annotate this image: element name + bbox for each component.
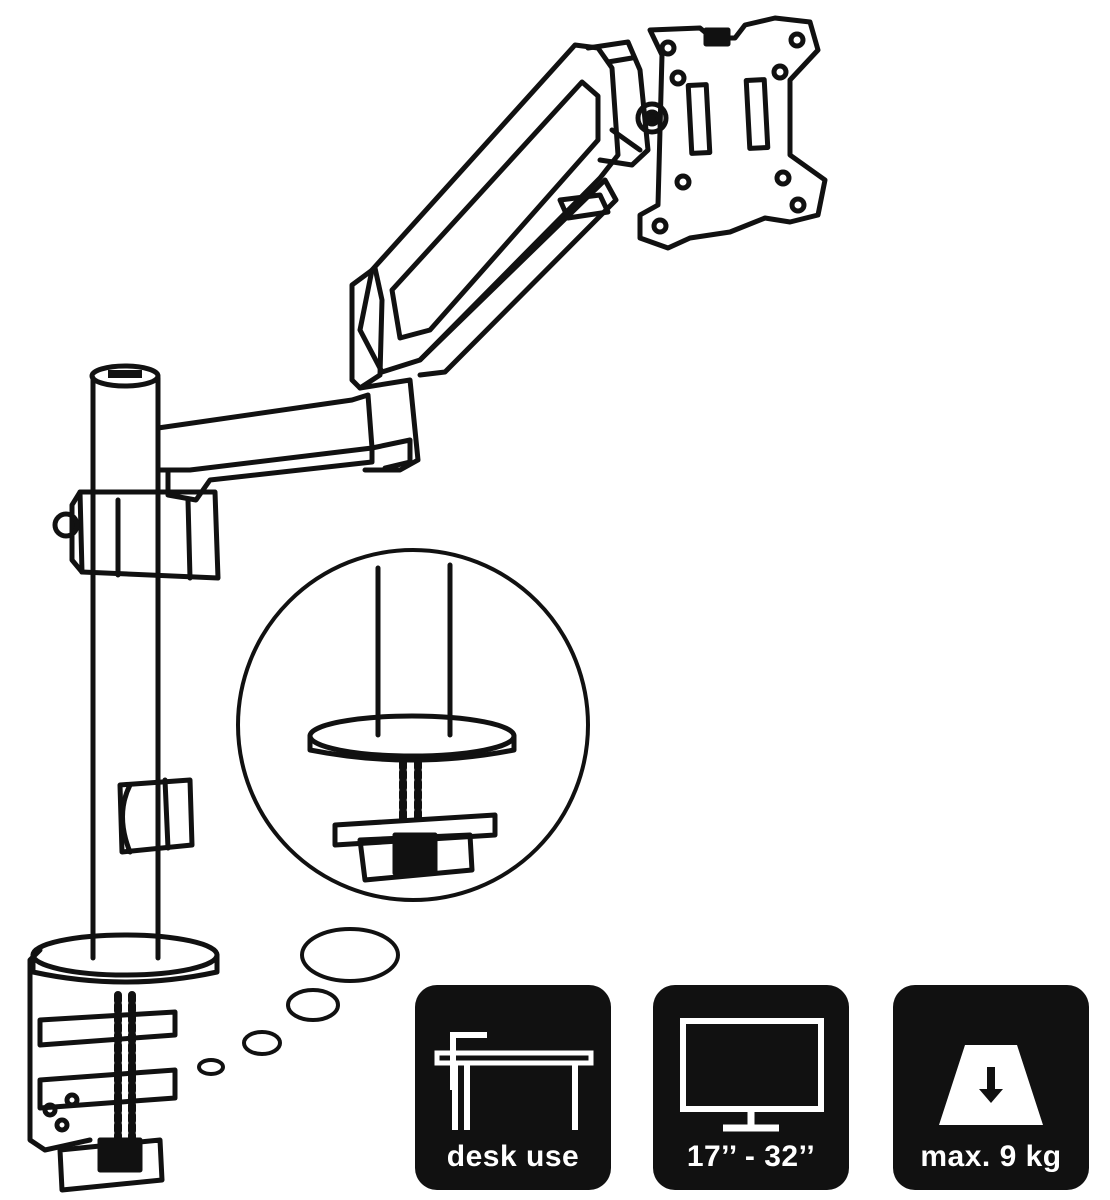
max-weight-badge: max. 9 kg [893,985,1089,1190]
desk-icon [434,1032,594,1130]
desk-use-label: desk use [446,1140,580,1173]
max-weight-label: max. 9 kg [920,1140,1062,1173]
tilt-joint [585,39,669,168]
detail-bubbles [197,927,400,1076]
screen-size-badge: 17’’ - 32’’ [653,985,849,1190]
screen-size-label: 17’’ - 32’’ [686,1140,816,1173]
detail-grommet-circle [236,548,590,902]
pole [89,363,161,961]
desk-use-badge: desk use [415,985,611,1190]
vesa-plate [637,15,828,251]
arm-collar [52,489,221,581]
desk-clamp [27,932,220,1193]
elbow-joint [349,265,421,473]
monitor-icon [680,1018,824,1132]
lower-arm [155,392,413,503]
upper-arm [357,42,621,378]
weight-icon [939,1045,1043,1125]
cable-clip [117,777,195,855]
